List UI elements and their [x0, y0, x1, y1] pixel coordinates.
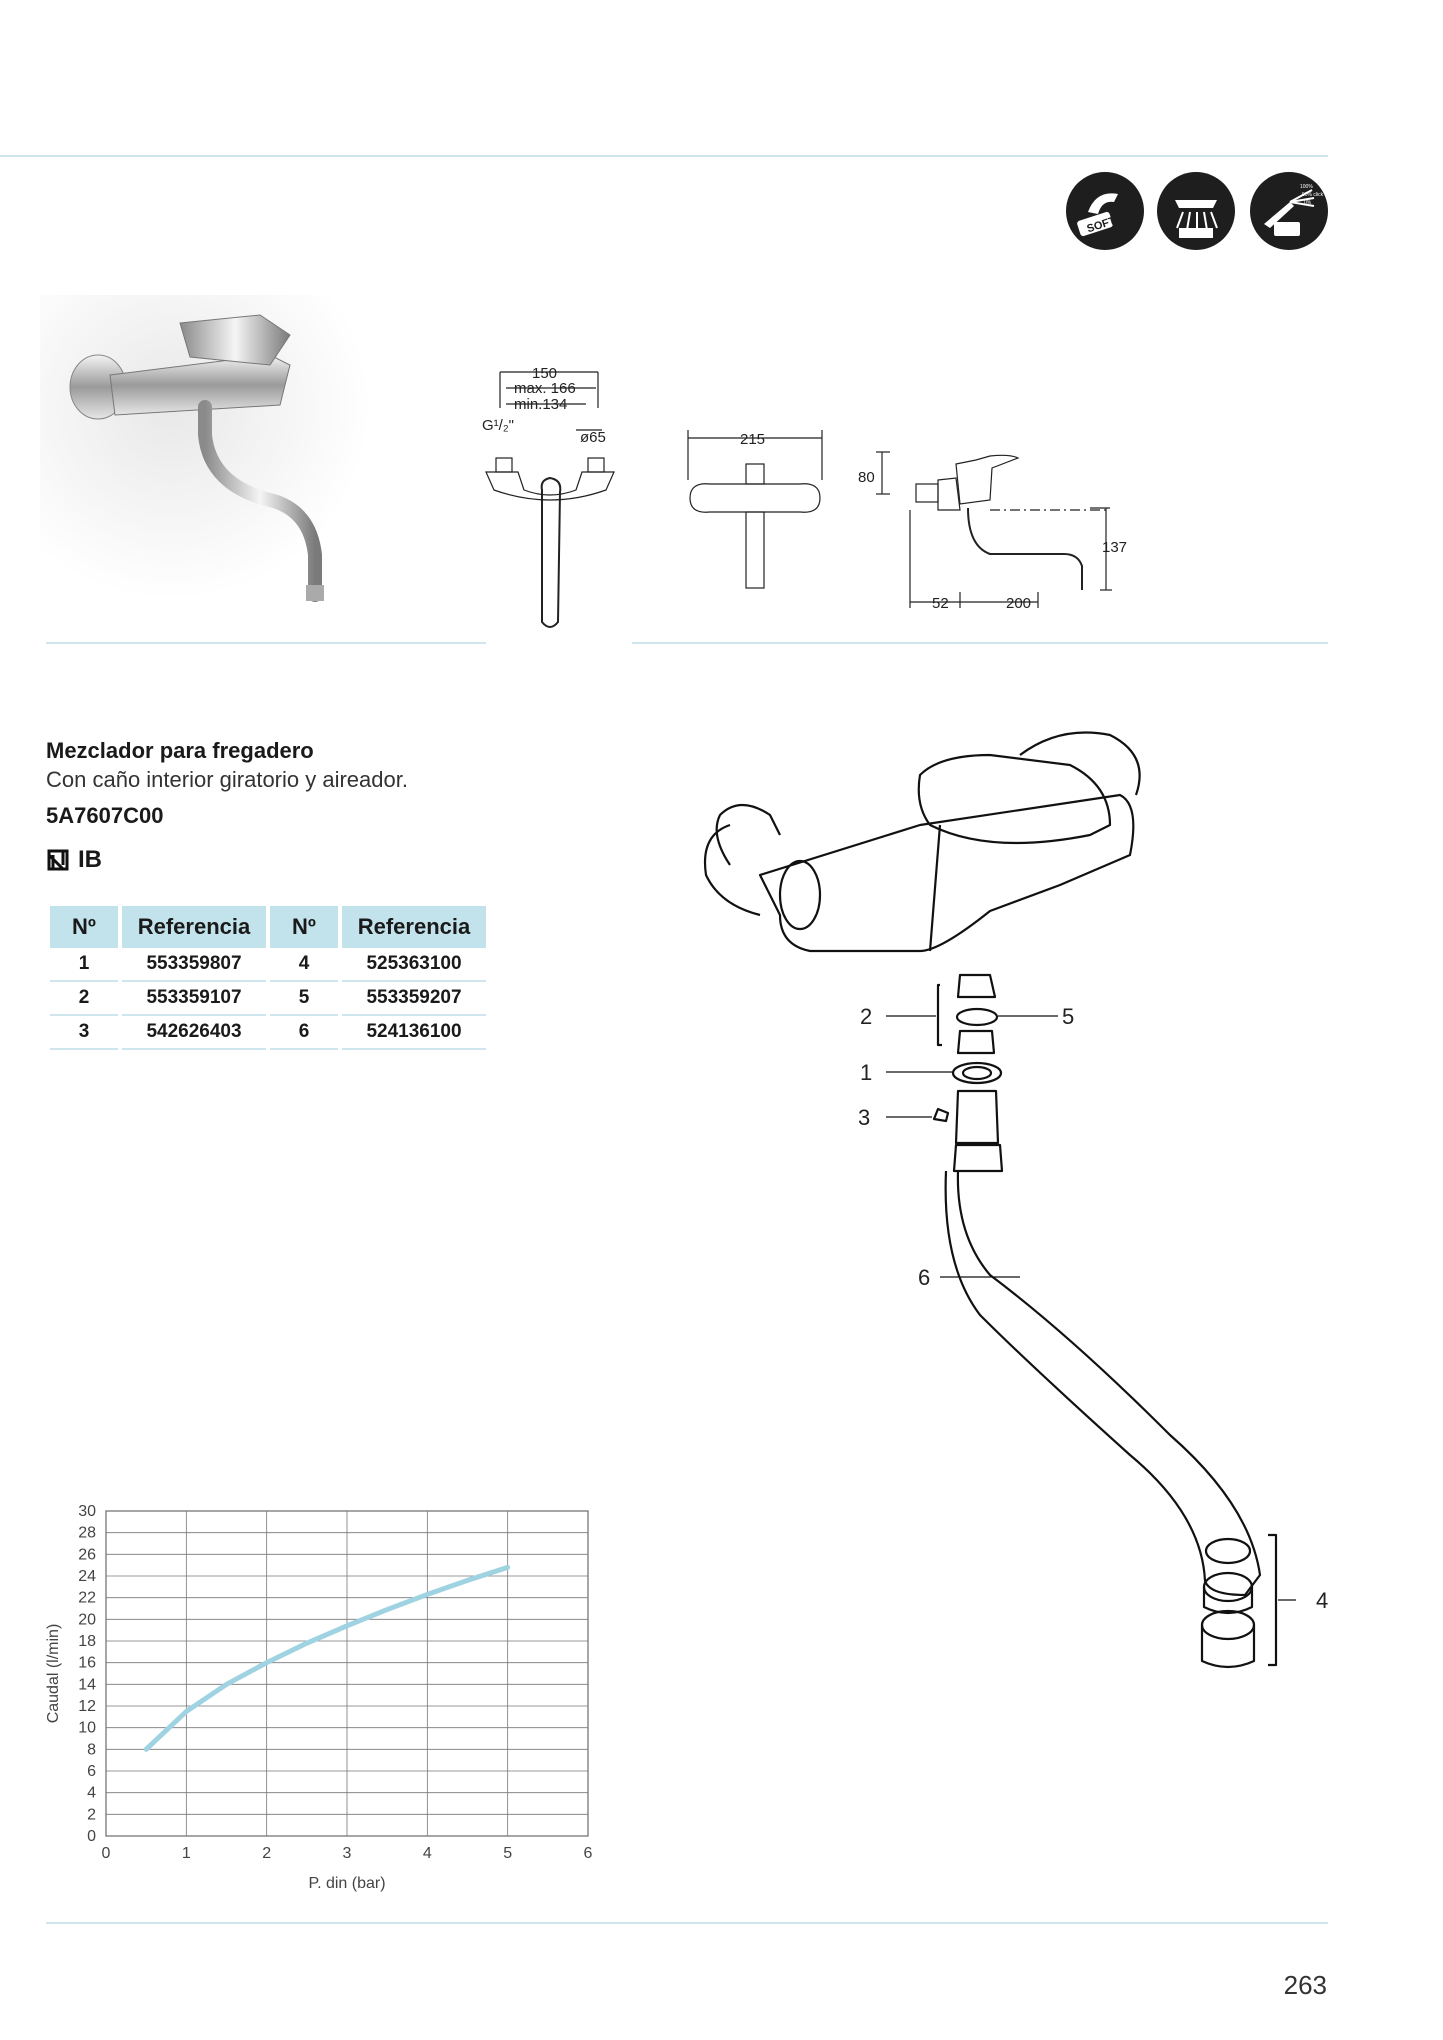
dim-137: 137: [1102, 539, 1127, 556]
y-tick-label: 8: [87, 1741, 96, 1758]
dim-52: 52: [932, 595, 949, 612]
col-header-ref-2: Referencia: [342, 906, 486, 948]
cell-ref: 553359207: [342, 982, 486, 1016]
dim-thread: G¹/₂": [482, 417, 514, 434]
brand-logo-icon: [47, 849, 69, 871]
dim-200: 200: [1006, 595, 1031, 612]
cell-ref: 553359107: [122, 982, 266, 1016]
callout-4: 4: [1316, 1588, 1328, 1613]
table-row: 2 553359107 5 553359207: [50, 982, 486, 1016]
dim-max: max. 166: [514, 380, 576, 397]
y-tick-label: 4: [87, 1785, 96, 1802]
x-tick-label: 3: [343, 1845, 352, 1862]
y-tick-label: 26: [78, 1546, 96, 1563]
callout-5: 5: [1062, 1004, 1074, 1029]
cell-no: 5: [270, 982, 338, 1016]
y-tick-label: 12: [78, 1698, 96, 1715]
y-tick-label: 30: [78, 1503, 96, 1520]
x-tick-label: 4: [423, 1845, 432, 1862]
cell-ref: 525363100: [342, 948, 486, 982]
eco-label-0: 0%: [1304, 200, 1312, 206]
col-header-no-1: Nº: [50, 906, 118, 948]
cell-no: 2: [50, 982, 118, 1016]
col-header-no-2: Nº: [270, 906, 338, 948]
x-tick-label: 6: [584, 1845, 593, 1862]
x-tick-label: 5: [503, 1845, 512, 1862]
y-tick-label: 2: [87, 1806, 96, 1823]
table-row: 1 553359807 4 525363100: [50, 948, 486, 982]
y-tick-label: 24: [78, 1568, 96, 1585]
image-rule-left: [46, 642, 486, 644]
eco-label-100: 100%: [1300, 184, 1313, 190]
table-row: 3 542626403 6 524136100: [50, 1016, 486, 1050]
y-tick-label: 16: [78, 1655, 96, 1672]
parts-table-header: Nº Referencia Nº Referencia: [50, 906, 486, 948]
parts-table: Nº Referencia Nº Referencia 1 553359807 …: [46, 906, 490, 1050]
soft-close-icon: SOFT: [1066, 172, 1144, 250]
cell-no: 6: [270, 1016, 338, 1050]
cell-no: 4: [270, 948, 338, 982]
y-tick-label: 14: [78, 1676, 96, 1693]
y-tick-label: 18: [78, 1633, 96, 1650]
cell-no: 1: [50, 948, 118, 982]
cell-no: 3: [50, 1016, 118, 1050]
product-photo: [40, 295, 370, 615]
col-header-ref-1: Referencia: [122, 906, 266, 948]
page-number: 263: [1283, 1970, 1327, 2000]
cell-ref: 542626403: [122, 1016, 266, 1050]
x-tick-label: 1: [182, 1845, 191, 1862]
callout-6: 6: [918, 1265, 930, 1290]
image-rule-right: [632, 642, 1328, 644]
x-axis-label: P. din (bar): [308, 1875, 385, 1892]
y-tick-label: 22: [78, 1590, 96, 1607]
y-tick-label: 20: [78, 1611, 96, 1628]
shower-spray-icon: [1157, 172, 1235, 250]
y-tick-label: 0: [87, 1828, 96, 1845]
dim-min: min.134: [514, 396, 567, 413]
cell-ref: 553359807: [122, 948, 266, 982]
bottom-rule: [46, 1922, 1328, 1924]
callout-3: 3: [858, 1105, 870, 1130]
y-axis-label: Caudal (l/min): [45, 1624, 62, 1724]
dim-215: 215: [740, 431, 765, 448]
product-code: 5A7607C00: [46, 803, 164, 828]
top-rule: [0, 155, 1328, 157]
eco-label-50: 50% click: [1302, 192, 1324, 198]
eco-click-lever-icon: 100% 50% click 0%: [1250, 172, 1328, 250]
callout-1: 1: [860, 1060, 872, 1085]
y-tick-label: 10: [78, 1720, 96, 1737]
series-line: [143, 1564, 511, 1752]
brand-label: IB: [78, 846, 102, 873]
dim-rosette: ø65: [580, 429, 606, 446]
technical-drawings: 150 max. 166 min.134 G¹/₂" ø65 215 80 13…: [470, 360, 1130, 640]
brand-row: IB: [46, 846, 102, 874]
x-tick-label: 0: [102, 1845, 111, 1862]
x-tick-label: 2: [262, 1845, 271, 1862]
dim-150: 150: [532, 365, 557, 382]
exploded-view: 2 5 1 3 6 4: [690, 715, 1350, 1675]
cell-ref: 524136100: [342, 1016, 486, 1050]
product-title: Mezclador para fregadero: [46, 738, 314, 763]
y-tick-label: 6: [87, 1763, 96, 1780]
callout-2: 2: [860, 1004, 872, 1029]
dim-80: 80: [858, 469, 875, 486]
product-subtitle: Con caño interior giratorio y aireador.: [46, 767, 408, 792]
y-tick-label: 28: [78, 1525, 96, 1542]
